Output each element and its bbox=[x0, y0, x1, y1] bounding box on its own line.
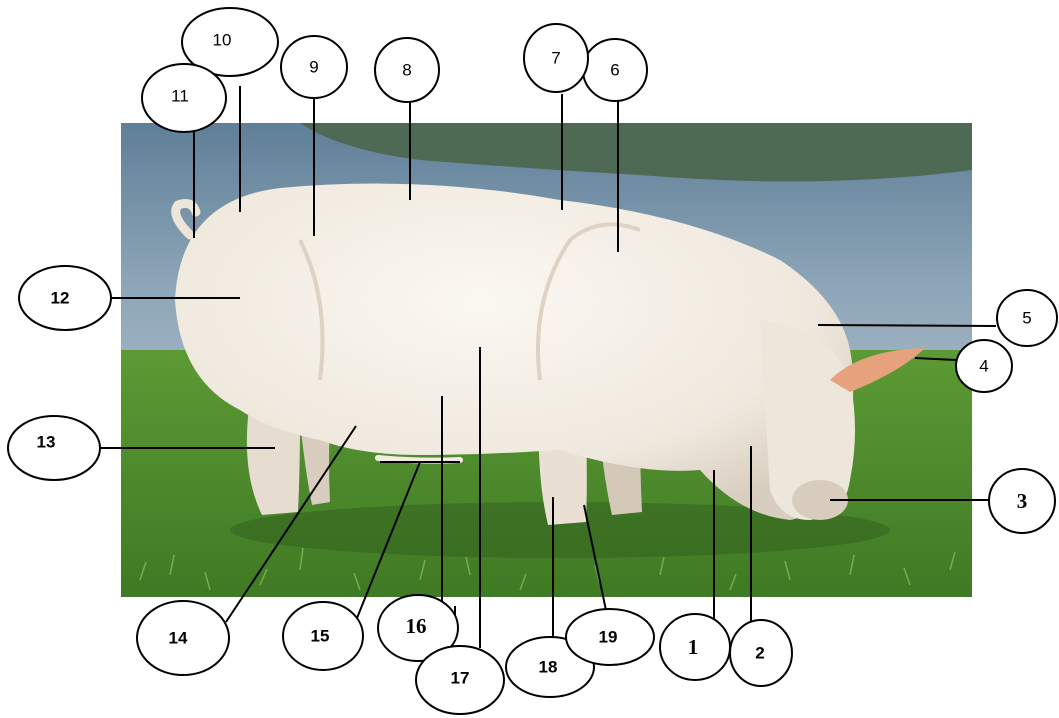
label-18: 18 bbox=[539, 658, 558, 677]
label-2: 2 bbox=[755, 644, 764, 663]
label-14: 14 bbox=[169, 629, 188, 648]
callout-12: 12 bbox=[18, 265, 112, 331]
pig-body bbox=[175, 183, 854, 521]
callout-14: 14 bbox=[136, 600, 230, 676]
label-4: 4 bbox=[979, 357, 988, 376]
leader-lines bbox=[100, 86, 997, 648]
callout-8: 8 bbox=[374, 37, 440, 103]
callout-9: 9 bbox=[280, 35, 348, 99]
leader-15 bbox=[356, 461, 421, 619]
callout-6: 6 bbox=[582, 38, 648, 102]
callout-10: 10 bbox=[181, 7, 279, 77]
label-9: 9 bbox=[309, 58, 318, 77]
callout-2: 2 bbox=[729, 619, 793, 687]
pig-photo bbox=[121, 123, 972, 597]
label-10: 10 bbox=[213, 31, 232, 50]
callout-17: 17 bbox=[415, 645, 505, 715]
label-3: 3 bbox=[1017, 489, 1028, 513]
ear bbox=[830, 348, 925, 392]
tarp bbox=[300, 123, 972, 182]
callout-3: 3 bbox=[988, 468, 1056, 534]
label-6: 6 bbox=[610, 61, 619, 80]
callout-1: 1 bbox=[659, 613, 731, 681]
label-13: 13 bbox=[37, 433, 56, 452]
callout-7: 7 bbox=[523, 23, 589, 93]
leader-5 bbox=[817, 324, 997, 327]
callout-13: 13 bbox=[7, 415, 101, 481]
callout-15: 15 bbox=[282, 601, 364, 671]
tail bbox=[171, 199, 201, 240]
label-15: 15 bbox=[311, 627, 330, 646]
callouts: 1 2 3 4 5 6 7 8 bbox=[7, 7, 1058, 715]
leader-14 bbox=[225, 425, 357, 623]
leader-4 bbox=[914, 357, 957, 361]
label-5: 5 bbox=[1022, 309, 1031, 328]
label-1: 1 bbox=[688, 635, 699, 659]
label-16: 16 bbox=[406, 614, 427, 638]
snout bbox=[792, 480, 848, 520]
label-12: 12 bbox=[51, 289, 70, 308]
leader-19 bbox=[583, 504, 609, 621]
label-19: 19 bbox=[599, 628, 618, 647]
callout-19: 19 bbox=[565, 608, 655, 666]
label-7: 7 bbox=[551, 49, 560, 68]
callout-4: 4 bbox=[955, 339, 1013, 393]
callout-16: 16 bbox=[377, 594, 459, 662]
callout-11: 11 bbox=[141, 63, 227, 133]
label-17: 17 bbox=[451, 669, 470, 688]
label-8: 8 bbox=[402, 61, 411, 80]
callout-5: 5 bbox=[996, 289, 1058, 347]
label-11: 11 bbox=[171, 87, 189, 106]
